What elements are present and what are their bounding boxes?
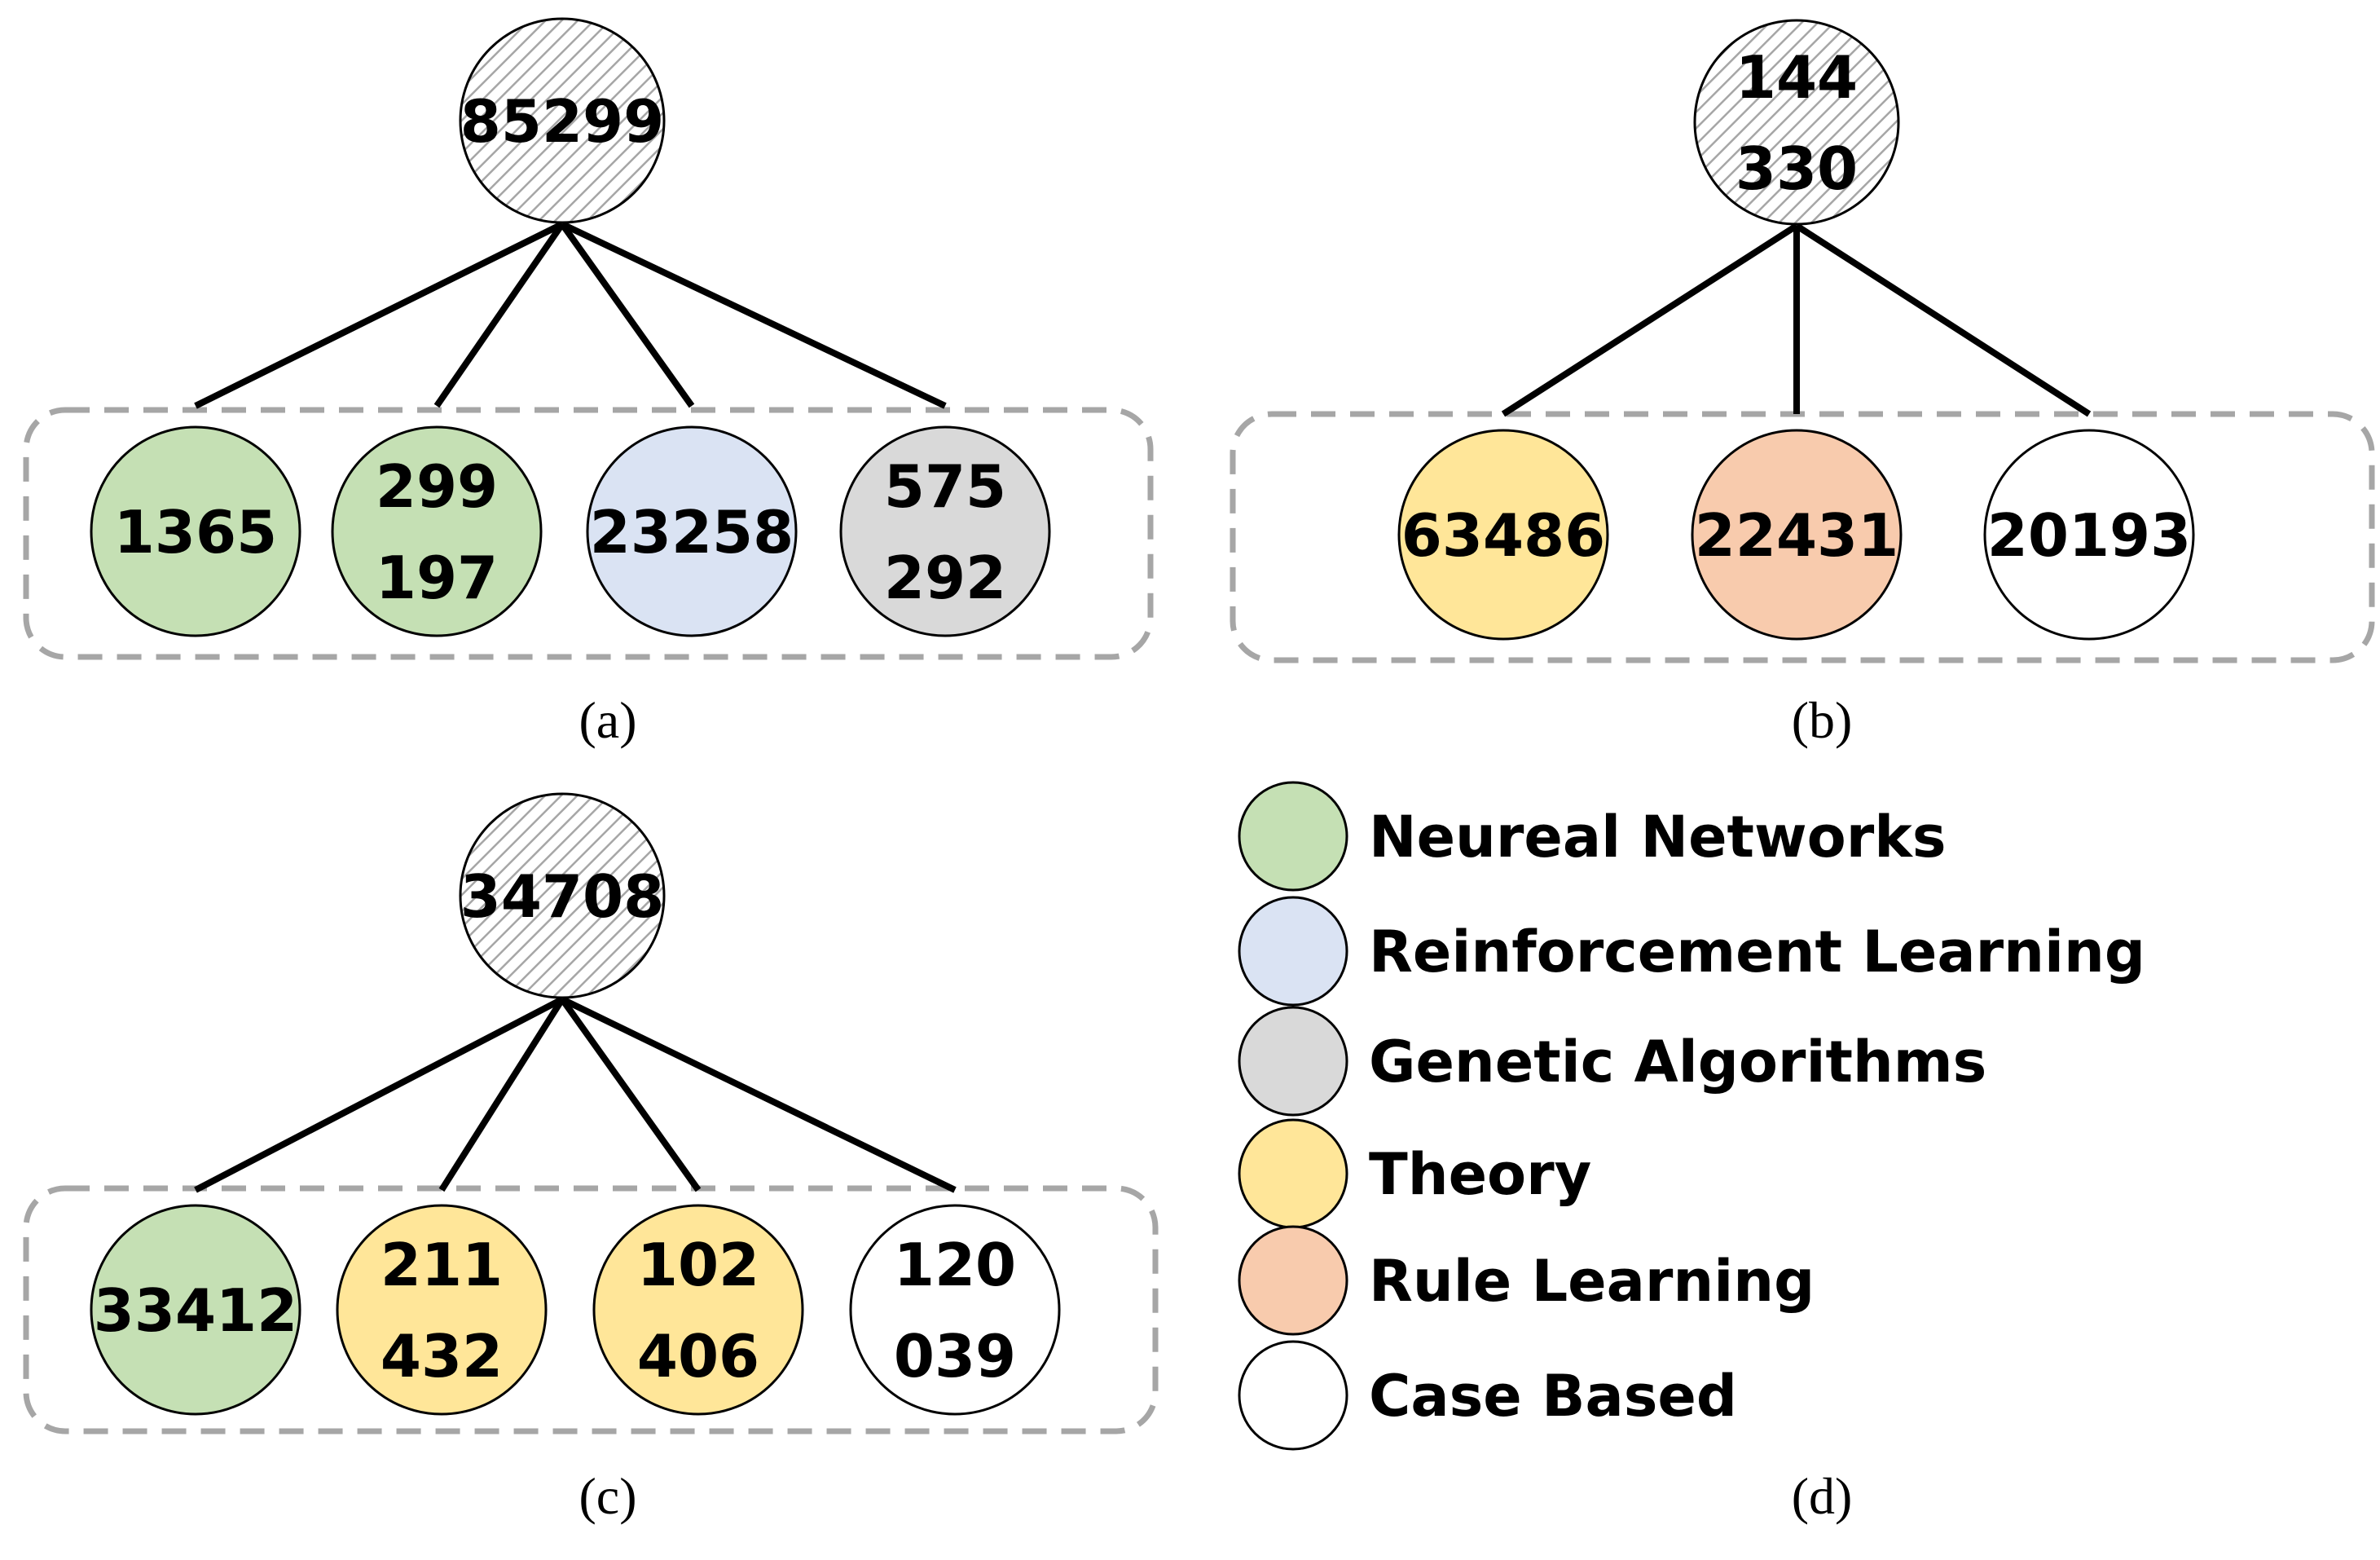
child-node-case-based (1983, 429, 2195, 641)
child-node-neural-networks (90, 425, 301, 637)
child-node-genetic-algorithms (839, 425, 1051, 637)
legend-swatch-theory (1238, 1118, 1348, 1229)
legend-swatch-neural-networks (1238, 781, 1348, 892)
child-node-3-value-line-1: 102 (637, 1231, 759, 1299)
edge-to-child-3 (559, 222, 695, 408)
legend-label-rule-learning: Rule Learning (1369, 1248, 1815, 1315)
child-node-2-value-line-2: 432 (381, 1322, 503, 1390)
child-node-2-value-line-1: 211 (381, 1231, 503, 1299)
root-node-value-line-1: 85299 (460, 87, 665, 156)
panels-layer: 85299 1365 299 197 23258 575 292 (a) 144 330 63486… (23, 17, 2375, 1525)
legend-swatch-rule-learning (1238, 1225, 1348, 1336)
child-node-4-value-line-2: 039 (894, 1322, 1016, 1390)
child-node-4-value-line-1: 120 (894, 1231, 1016, 1299)
children-group-box (1230, 411, 2375, 663)
child-node-rule-learning (1691, 429, 1903, 641)
child-node-reinforcement-learning (586, 425, 798, 637)
panel-b: 144 330 63486 22431 20193 (b) (1230, 19, 2375, 749)
legend-label-neural-networks: Neureal Networks (1369, 804, 1947, 870)
child-node-1-value-line-1: 1365 (114, 498, 277, 566)
edge-to-child-1 (194, 996, 564, 1193)
legend-label-theory: Theory (1369, 1141, 1591, 1208)
root-node-value-line-2: 330 (1736, 134, 1858, 203)
child-node-case-based (849, 1204, 1061, 1416)
root-node (459, 17, 666, 224)
panel-caption: (a) (579, 691, 636, 749)
panel-a: 85299 1365 299 197 23258 575 292 (a) (23, 17, 1154, 749)
child-node-theory (336, 1204, 548, 1416)
edge-to-child-4 (561, 221, 947, 409)
child-node-theory (592, 1204, 804, 1416)
legend-label-genetic-algorithms: Genetic Algorithms (1369, 1029, 1986, 1095)
child-node-2-value-line-1: 22431 (1695, 501, 1899, 570)
root-node-value-line-1: 144 (1736, 43, 1858, 112)
panel-caption: (c) (579, 1467, 636, 1525)
legend-swatch-reinforcement-learning (1238, 896, 1348, 1007)
child-node-3-value-line-1: 23258 (590, 498, 794, 566)
root-node-value-line-1: 34708 (460, 862, 665, 931)
edge-to-child-1 (194, 221, 564, 409)
legend-label-case-based: Case Based (1369, 1363, 1737, 1430)
children-group-box (23, 407, 1154, 660)
child-node-neural-networks (90, 1204, 301, 1416)
panel-c: 34708 33412 211 432 102 406 120 039 (c) (23, 792, 1159, 1525)
edge-to-child-2 (438, 997, 565, 1192)
legend-caption: (d) (1792, 1467, 1853, 1525)
root-node (459, 792, 666, 999)
child-node-3-value-line-2: 406 (637, 1322, 759, 1390)
edge-to-child-4 (561, 996, 957, 1193)
edge-to-child-3 (1794, 223, 2092, 417)
child-node-1-value-line-1: 33412 (94, 1276, 298, 1345)
root-node (1693, 19, 1900, 226)
edge-to-child-1 (1501, 223, 1799, 417)
child-node-3-value-line-1: 20193 (1987, 501, 2192, 570)
legend-swatch-case-based (1238, 1340, 1348, 1451)
panel-caption: (b) (1792, 691, 1853, 749)
child-node-1-value-line-1: 63486 (1401, 501, 1606, 570)
child-node-theory (1397, 429, 1609, 641)
child-node-2-value-line-2: 197 (376, 544, 498, 612)
edge-to-child-3 (559, 997, 702, 1192)
legend-label-reinforcement-learning: Reinforcement Learning (1369, 919, 2145, 985)
child-node-4-value-line-2: 292 (884, 544, 1006, 612)
child-node-neural-networks (331, 425, 543, 637)
legend-swatch-genetic-algorithms (1238, 1006, 1348, 1117)
child-node-4-value-line-1: 575 (884, 452, 1006, 521)
child-node-2-value-line-1: 299 (376, 452, 498, 521)
children-group-box (23, 1185, 1159, 1434)
edge-to-child-2 (433, 222, 565, 408)
